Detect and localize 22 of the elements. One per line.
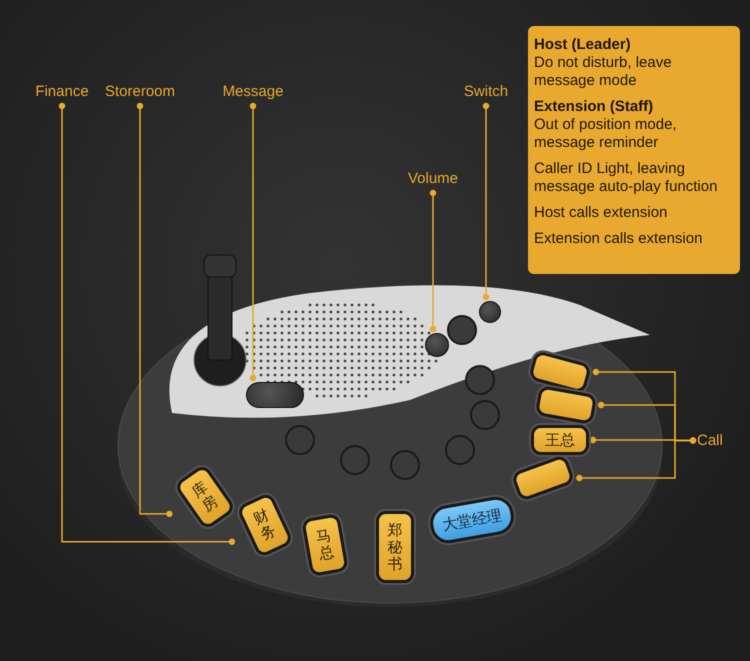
feature-text: Extension calls extension [534, 230, 704, 248]
leader-line [576, 437, 696, 482]
leader-line [430, 190, 436, 332]
callout-label: Storeroom [104, 83, 176, 100]
feature-text: Host calls extension [534, 204, 668, 222]
callout-label: Finance [35, 83, 89, 100]
call-key: 郑秘书 [376, 511, 414, 583]
feature-heading: Extension (Staff) [534, 98, 654, 116]
message-button [246, 382, 304, 408]
feature-text: Caller ID Light, leaving message auto-play function [534, 160, 718, 196]
callout-label: Switch [464, 83, 508, 100]
leader-line [250, 102, 256, 382]
feature-text: Do not disturb, leave message mode [534, 54, 673, 90]
feature-heading: Host (Leader) [534, 36, 632, 54]
leader-line [482, 102, 490, 300]
callout-label: Call [697, 432, 723, 449]
leader-line [136, 102, 173, 518]
callout-label: Message [222, 83, 284, 100]
call-key: 王总 [531, 425, 589, 455]
leader-line [58, 102, 236, 545]
callout-label: Volume [408, 170, 458, 187]
feature-text: Out of position mode, message reminder [534, 116, 678, 152]
